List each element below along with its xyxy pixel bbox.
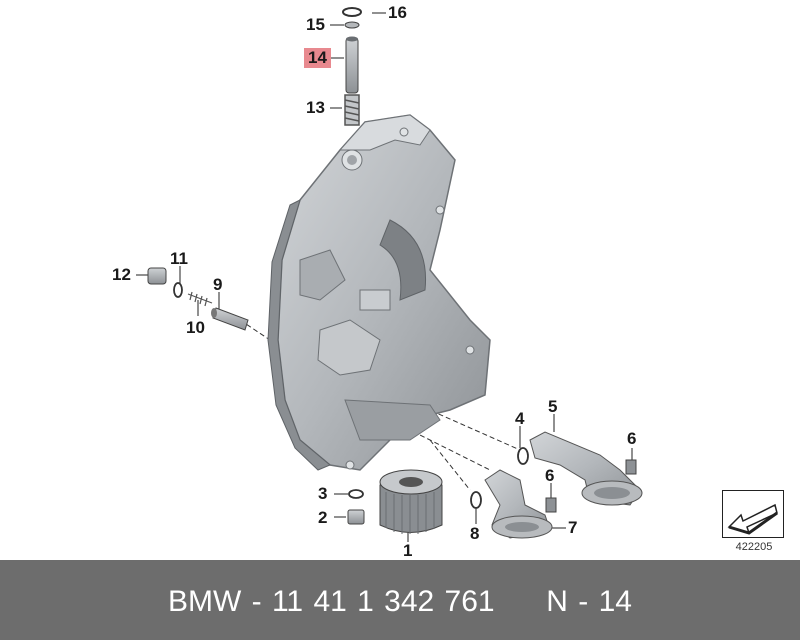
callout-3[interactable]: 3 xyxy=(318,484,328,503)
callout-14-highlighted[interactable]: 14 xyxy=(304,48,331,68)
position-number: N - 14 xyxy=(546,585,632,618)
part-number: BMW - 11 41 1 342 761 xyxy=(167,585,495,618)
callout-12[interactable]: 12 xyxy=(112,265,131,284)
callout-6-lower[interactable]: 6 xyxy=(545,466,555,485)
callout-13[interactable]: 13 xyxy=(306,98,325,117)
engine-housing-diagram xyxy=(136,7,643,542)
part-3-oring xyxy=(348,489,364,499)
callout-9[interactable]: 9 xyxy=(213,275,223,294)
part-13-spring xyxy=(344,94,360,126)
part-1-oil-filter xyxy=(379,469,443,534)
callout-7[interactable]: 7 xyxy=(568,518,578,537)
part-12-plug xyxy=(147,267,167,285)
part-15-washer xyxy=(344,21,360,29)
reference-number: 422205 xyxy=(735,541,773,553)
callout-2[interactable]: 2 xyxy=(318,508,328,527)
part-6-bolt-upper xyxy=(625,459,637,475)
callout-4[interactable]: 4 xyxy=(515,409,525,428)
part-16-ring xyxy=(342,7,362,17)
callout-5[interactable]: 5 xyxy=(548,397,558,416)
callout-8[interactable]: 8 xyxy=(470,524,480,543)
part-11-oring xyxy=(173,282,183,298)
arrow-symbol-icon xyxy=(727,503,778,535)
reference-symbol-box xyxy=(722,490,784,538)
part-8-oring xyxy=(470,491,482,509)
part-7-oil-pickup xyxy=(484,469,553,539)
part-14-sleeve xyxy=(345,36,359,94)
callout-11[interactable]: 11 xyxy=(170,249,188,268)
part-2-plug xyxy=(347,509,365,525)
callout-10[interactable]: 10 xyxy=(186,318,205,337)
part-5-oil-pickup xyxy=(529,431,643,506)
part-10-spring xyxy=(187,291,213,307)
callout-6-upper[interactable]: 6 xyxy=(627,429,637,448)
part-9-piston xyxy=(211,307,249,331)
part-6-bolt-lower xyxy=(545,497,557,513)
callout-15[interactable]: 15 xyxy=(306,15,325,34)
footer-text: BMW - 11 41 1 342 761 N - 14 xyxy=(0,560,800,640)
callout-16[interactable]: 16 xyxy=(388,3,407,22)
footer-bar: BMW - 11 41 1 342 761 N - 14 xyxy=(0,560,800,640)
callout-1[interactable]: 1 xyxy=(403,541,413,560)
part-4-oring xyxy=(517,447,529,465)
crankcase-housing xyxy=(267,114,491,471)
